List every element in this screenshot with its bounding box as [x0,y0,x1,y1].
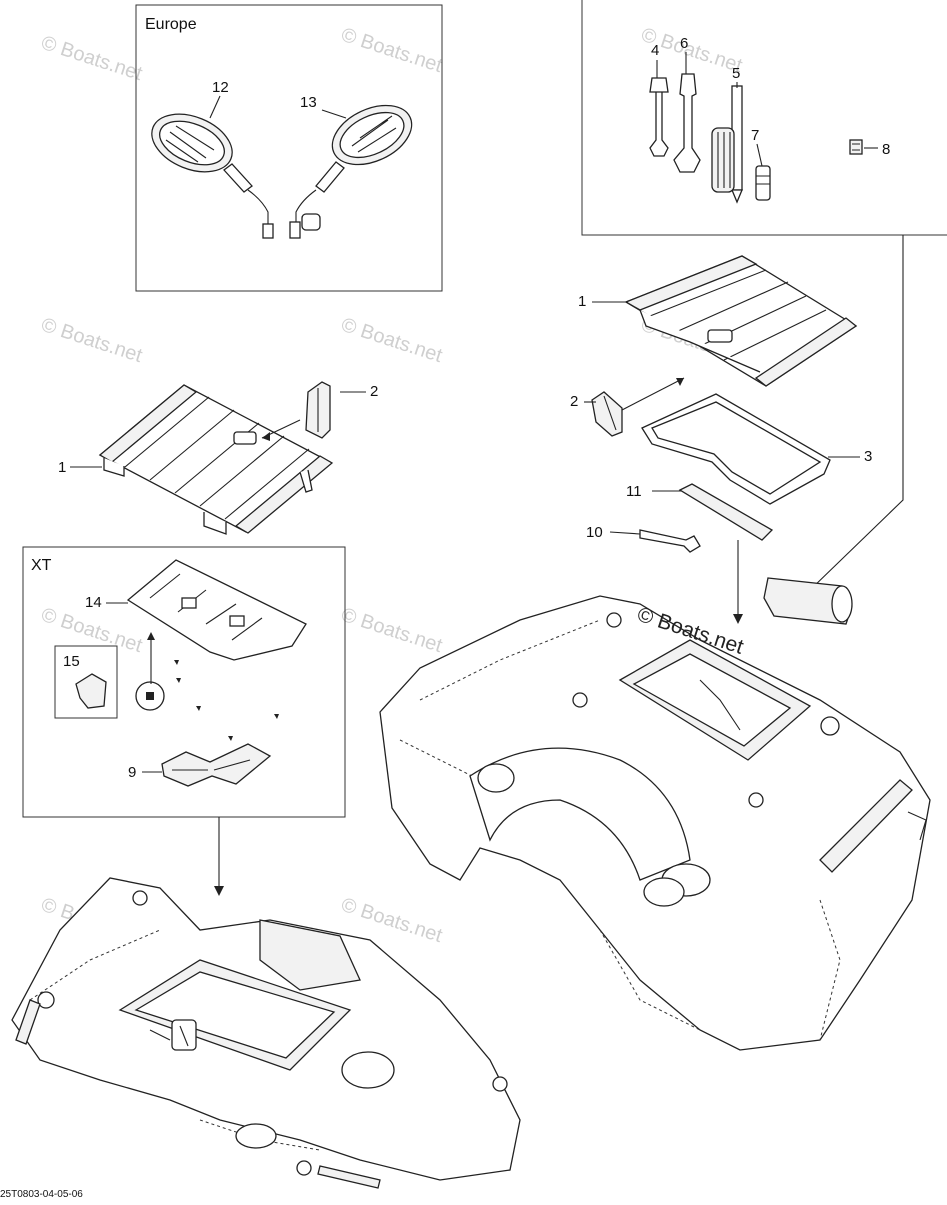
xt-inset-box [54,645,118,719]
label-15: 15 [63,653,80,670]
watermark: © Boats.net [38,604,145,657]
watermark: © Boats.net [38,314,145,367]
xt-title: XT [31,557,52,574]
watermark: © Boats.net [338,604,445,657]
mirror-left [151,113,274,239]
label-2-left: 2 [370,383,378,400]
label-1-left: 1 [58,459,66,476]
label-4: 4 [651,42,659,59]
label-13: 13 [300,94,317,111]
label-5: 5 [732,65,740,82]
label-8: 8 [882,141,890,158]
tools-box: 4 6 5 7 8 [581,0,947,591]
label-12: 12 [212,79,229,96]
label-10: 10 [586,524,603,541]
label-1-right: 1 [578,293,586,310]
label-2-right: 2 [570,393,578,410]
mirror-right [289,104,413,239]
rack-right: 1 2 3 11 10 [570,255,872,625]
label-14: 14 [85,594,102,611]
xt-box: XT 14 15 9 [22,546,346,818]
rack-left: 1 2 [58,381,378,535]
europe-box: Europe 12 13 [135,4,443,292]
label-9: 9 [128,764,136,781]
leader-tool-bag [809,235,904,591]
label-3: 3 [864,448,872,465]
rear-fender [379,595,931,1051]
europe-frame [135,4,443,292]
watermark: © Boats.net [338,24,445,77]
label-7: 7 [751,127,759,144]
xt-frame [22,546,346,818]
watermark: © Boats.net [38,32,145,85]
watermark: © Boats.net [338,314,445,367]
europe-title: Europe [145,16,197,33]
tools-frame [581,0,947,236]
diagram-code: 25T0803-04-05-06 [0,1189,83,1200]
arrow-bracket-right [621,377,685,411]
label-6: 6 [680,35,688,52]
label-11: 11 [626,483,642,500]
front-fender [11,877,521,1189]
